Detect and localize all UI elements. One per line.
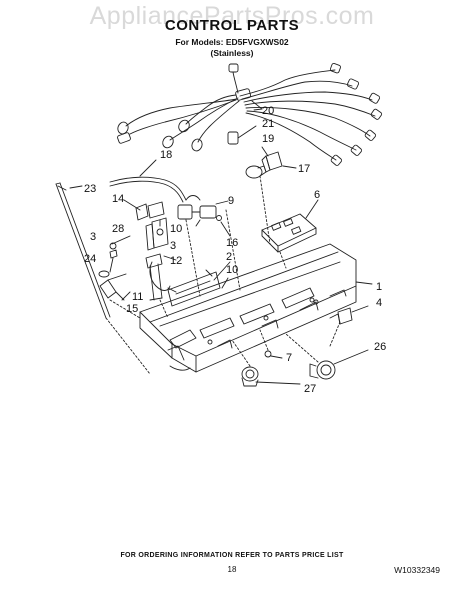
callout-7: 7 bbox=[286, 352, 292, 364]
lamp-socket bbox=[245, 146, 297, 179]
callout-4: 4 bbox=[376, 297, 382, 309]
callout-3a: 3 bbox=[90, 231, 96, 243]
callout-19: 19 bbox=[262, 133, 274, 145]
page-number: 18 bbox=[227, 565, 237, 574]
callout-2: 2 bbox=[226, 251, 232, 263]
model-line: For Models: ED5FVGXWS02 bbox=[175, 37, 289, 47]
control-mount bbox=[98, 199, 171, 301]
leader-lines bbox=[57, 108, 263, 301]
callout-20: 20 bbox=[262, 105, 274, 117]
callout-12: 12 bbox=[170, 255, 182, 267]
screw bbox=[264, 350, 283, 359]
ordering-note: FOR ORDERING INFORMATION REFER TO PARTS … bbox=[120, 552, 344, 559]
wire-harness bbox=[117, 62, 383, 166]
callout-16: 16 bbox=[226, 237, 238, 249]
callout-9: 9 bbox=[228, 195, 234, 207]
callout-26: 26 bbox=[374, 341, 386, 353]
callout-3b: 3 bbox=[170, 240, 176, 252]
knob-bottom bbox=[241, 366, 301, 387]
tube-part bbox=[109, 159, 187, 203]
callout-23: 23 bbox=[84, 183, 96, 195]
callout-21: 21 bbox=[262, 118, 274, 130]
sensor-assembly bbox=[177, 195, 231, 237]
callout-17: 17 bbox=[298, 163, 310, 175]
side-clip bbox=[313, 299, 369, 325]
callout-28: 28 bbox=[112, 223, 124, 235]
callout-11: 11 bbox=[132, 291, 143, 303]
callout-15: 15 bbox=[126, 303, 138, 315]
control-housing bbox=[139, 243, 373, 373]
variant-line: (Stainless) bbox=[210, 48, 254, 58]
callout-10b: 10 bbox=[226, 264, 238, 276]
clip-part bbox=[227, 125, 257, 145]
callout-14: 14 bbox=[112, 193, 124, 205]
assembly-guides bbox=[105, 175, 341, 375]
callout-10a: 10 bbox=[170, 223, 182, 235]
control-board bbox=[261, 199, 319, 253]
callout-24: 24 bbox=[84, 253, 96, 265]
knob-right bbox=[309, 349, 369, 380]
document-id: W10332349 bbox=[394, 565, 440, 575]
housing-bracket bbox=[167, 269, 221, 307]
callouts: 20 21 19 18 17 23 6 14 9 10 28 3 16 3 2 … bbox=[84, 105, 386, 395]
callout-1: 1 bbox=[376, 281, 382, 293]
callout-6: 6 bbox=[314, 189, 320, 201]
rod-part bbox=[55, 182, 111, 319]
watermark: AppliancePartsPros.com bbox=[89, 2, 375, 30]
page-title: CONTROL PARTS bbox=[164, 17, 300, 34]
callout-27: 27 bbox=[304, 383, 316, 395]
callout-18: 18 bbox=[160, 149, 172, 161]
